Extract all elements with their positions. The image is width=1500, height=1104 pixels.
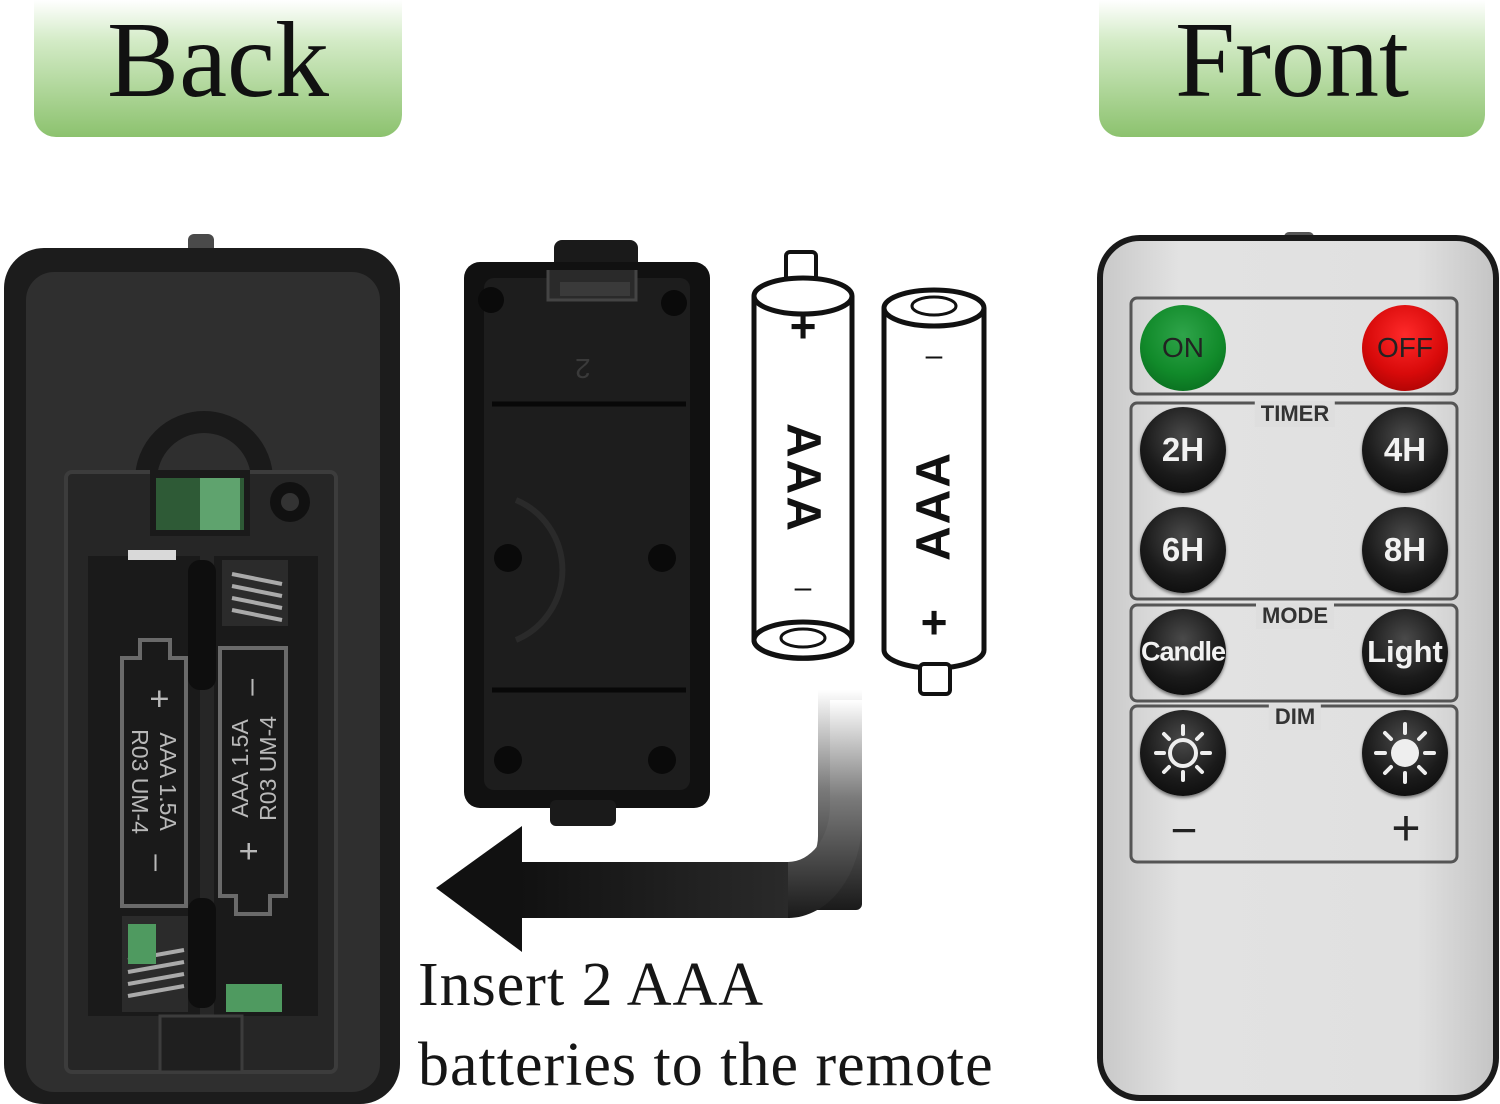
slot-right-plus: + — [230, 841, 269, 862]
battery-1-plus: + — [789, 300, 817, 352]
timer-6h-label: 6H — [1161, 531, 1205, 568]
battery-1-minus: – — [794, 571, 812, 604]
front-label: Front — [1099, 0, 1485, 137]
timer-6h-button[interactable]: 6H — [1140, 507, 1226, 593]
timer-2h-button[interactable]: 2H — [1140, 407, 1226, 493]
candle-mode-label: Candle — [1140, 636, 1226, 667]
light-mode-label: Light — [1367, 634, 1443, 669]
battery-1-label: AAA — [776, 423, 830, 533]
front-label-text: Front — [1174, 0, 1410, 120]
remote-back — [4, 234, 400, 1104]
slot-left-label: + AAA 1.5A R03 UM-4 – — [126, 689, 182, 871]
sun-filled-icon — [1374, 722, 1436, 784]
off-button-label: OFF — [1377, 332, 1433, 363]
slot-left-spec1: AAA 1.5A — [155, 732, 181, 831]
timer-2h-label: 2H — [1161, 431, 1205, 468]
slot-right-label: + AAA 1.5A R03 UM-4 – — [226, 679, 282, 861]
timer-4h-button[interactable]: 4H — [1362, 407, 1448, 493]
light-mode-button[interactable]: Light — [1362, 609, 1448, 695]
slot-left-minus: – — [140, 854, 174, 872]
dim-down-button[interactable] — [1140, 710, 1226, 796]
candle-mode-button[interactable]: Candle — [1140, 609, 1226, 695]
slot-right-spec1: AAA 1.5A — [227, 719, 253, 818]
dim-up-button[interactable] — [1362, 710, 1448, 796]
instruction-line-2: batteries to the remote — [418, 1031, 994, 1099]
timer-4h-label: 4H — [1383, 431, 1427, 468]
dim-plus-sign: + — [1391, 800, 1421, 856]
dim-minus-sign: − — [1170, 804, 1198, 856]
back-label-text: Back — [107, 0, 329, 120]
battery-2-minus: – — [925, 339, 943, 372]
timer-section-label: TIMER — [1254, 401, 1336, 427]
instruction-line-1: Insert 2 AAA — [418, 951, 765, 1019]
on-button-label: ON — [1162, 332, 1204, 363]
insert-arrow-icon — [436, 690, 862, 952]
battery-2-label: AAA — [907, 451, 961, 561]
battery-2-plus: + — [920, 596, 948, 648]
back-label: Back — [34, 0, 402, 137]
slot-left-plus: + — [139, 688, 178, 709]
battery-aaa-1 — [751, 250, 855, 661]
timer-8h-button[interactable]: 8H — [1362, 507, 1448, 593]
timer-8h-label: 8H — [1383, 531, 1427, 568]
on-button[interactable]: ON — [1140, 305, 1226, 391]
battery-cover — [464, 240, 710, 826]
off-button[interactable]: OFF — [1362, 305, 1448, 391]
slot-right-minus: – — [234, 678, 268, 696]
battery-aaa-2 — [881, 287, 987, 696]
mode-section-label: MODE — [1256, 603, 1334, 629]
dim-section-label: DIM — [1268, 704, 1322, 730]
slot-left-spec2: R03 UM-4 — [127, 729, 153, 834]
slot-right-spec2: R03 UM-4 — [255, 716, 281, 821]
cover-number: 2 — [575, 353, 591, 384]
sun-outline-icon — [1154, 724, 1212, 782]
